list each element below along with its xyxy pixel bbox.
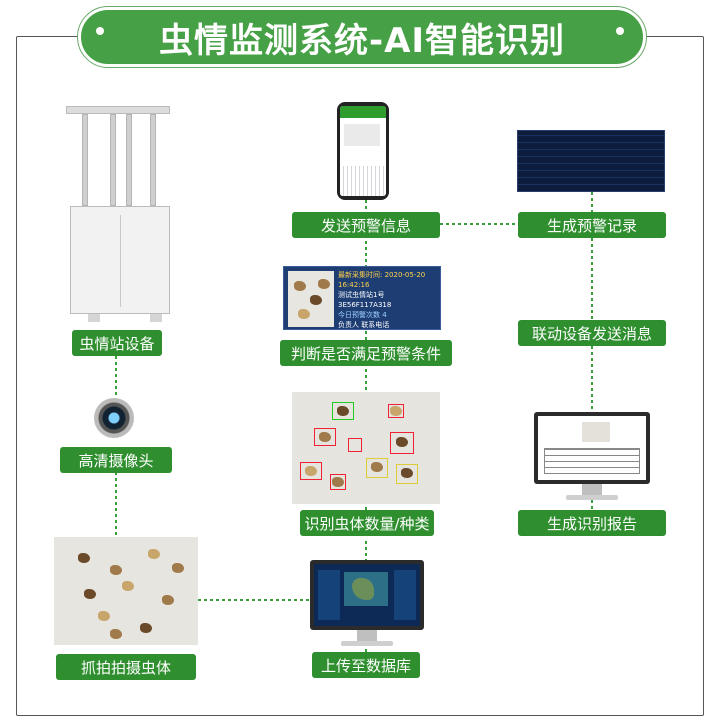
insect-mark — [172, 563, 184, 573]
title-left-dot — [96, 27, 104, 35]
insect-mark — [319, 432, 331, 442]
label-station: 虫情站设备 — [72, 330, 162, 356]
monitor-stand — [357, 630, 377, 642]
report-monitor — [534, 412, 650, 484]
insect-mark — [110, 629, 122, 639]
label-judge: 判断是否满足预警条件 — [280, 340, 452, 366]
insect-mark — [298, 309, 310, 319]
insect-mark — [98, 611, 110, 621]
phone-message — [344, 124, 380, 146]
panel-contact: 负责人 联系电话 — [338, 321, 390, 329]
insect-mark — [390, 406, 402, 416]
label-linkage: 联动设备发送消息 — [518, 320, 666, 346]
phone-header — [340, 106, 386, 118]
station-status-panel: 最新采集时间: 2020-05-20 16:42:16 测试虫情站1号 3E56… — [283, 266, 441, 330]
screen-side-panel — [318, 570, 340, 620]
detection-box — [300, 462, 322, 480]
label-identify: 识别虫体数量/种类 — [300, 510, 434, 536]
panel-text: 最新采集时间: 2020-05-20 16:42:16 测试虫情站1号 3E56… — [338, 270, 440, 330]
insect-mark — [310, 295, 322, 305]
phone-illustration — [337, 102, 389, 200]
detection-box — [348, 438, 362, 452]
insect-mark — [110, 565, 122, 575]
panel-station-name: 测试虫情站1号 — [338, 291, 385, 299]
insect-mark — [122, 581, 134, 591]
label-alert-record: 生成预警记录 — [518, 212, 666, 238]
database-monitor — [310, 560, 424, 630]
monitor-stand — [582, 484, 602, 496]
cabinet-foot — [150, 314, 162, 322]
label-send-alert: 发送预警信息 — [292, 212, 440, 238]
insect-mark — [332, 477, 344, 487]
label-camera: 高清摄像头 — [60, 447, 172, 473]
title-banner: 虫情监测系统-AI智能识别 — [77, 6, 647, 68]
cabinet-door-split — [120, 215, 121, 307]
insect-mark — [294, 281, 306, 291]
detection-box — [388, 404, 404, 418]
insect-mark — [305, 466, 317, 476]
label-upload: 上传至数据库 — [312, 652, 420, 678]
insect-mark — [396, 437, 408, 447]
insect-mark — [84, 589, 96, 599]
alert-records-dashboard — [517, 130, 665, 192]
detection-box — [330, 474, 346, 490]
insect-mark — [371, 462, 383, 472]
phone-keyboard — [340, 166, 386, 196]
detection-box — [332, 402, 354, 420]
label-capture: 抓拍拍摄虫体 — [56, 654, 196, 680]
cabinet-foot — [88, 314, 100, 322]
insect-mark — [401, 468, 413, 478]
insect-mark — [337, 406, 349, 416]
screen-side-panel — [394, 570, 416, 620]
identification-photo — [292, 392, 440, 504]
station-post — [110, 114, 116, 206]
insect-mark — [140, 623, 152, 633]
panel-insect-image — [288, 271, 334, 327]
insect-mark — [78, 553, 90, 563]
insect-mark — [148, 549, 160, 559]
camera-icon — [94, 398, 134, 438]
station-post — [82, 114, 88, 206]
station-post — [126, 114, 132, 206]
detection-box — [390, 432, 414, 454]
detection-box — [366, 458, 388, 478]
panel-time: 最新采集时间: 2020-05-20 16:42:16 — [338, 271, 426, 289]
report-table — [544, 448, 640, 474]
report-image — [582, 422, 610, 442]
title-right-dot — [616, 27, 624, 35]
panel-station-id: 3E56F117A318 — [338, 301, 392, 309]
label-report: 生成识别报告 — [518, 510, 666, 536]
detection-box — [396, 464, 418, 484]
panel-alert-count: 今日预警次数 4 — [338, 311, 387, 319]
station-post — [150, 114, 156, 206]
phone-screen — [340, 106, 386, 196]
station-cabinet — [70, 206, 170, 314]
captured-insects-photo — [54, 537, 198, 645]
insect-mark — [318, 279, 330, 289]
monitor-base — [566, 495, 618, 500]
station-roof — [66, 106, 170, 114]
detection-box — [314, 428, 336, 446]
report-screen — [538, 416, 646, 480]
insect-mark — [162, 595, 174, 605]
page-title: 虫情监测系统-AI智能识别 — [158, 20, 566, 61]
monitor-base — [341, 641, 393, 646]
database-screen — [314, 564, 420, 626]
screen-map — [344, 572, 388, 606]
